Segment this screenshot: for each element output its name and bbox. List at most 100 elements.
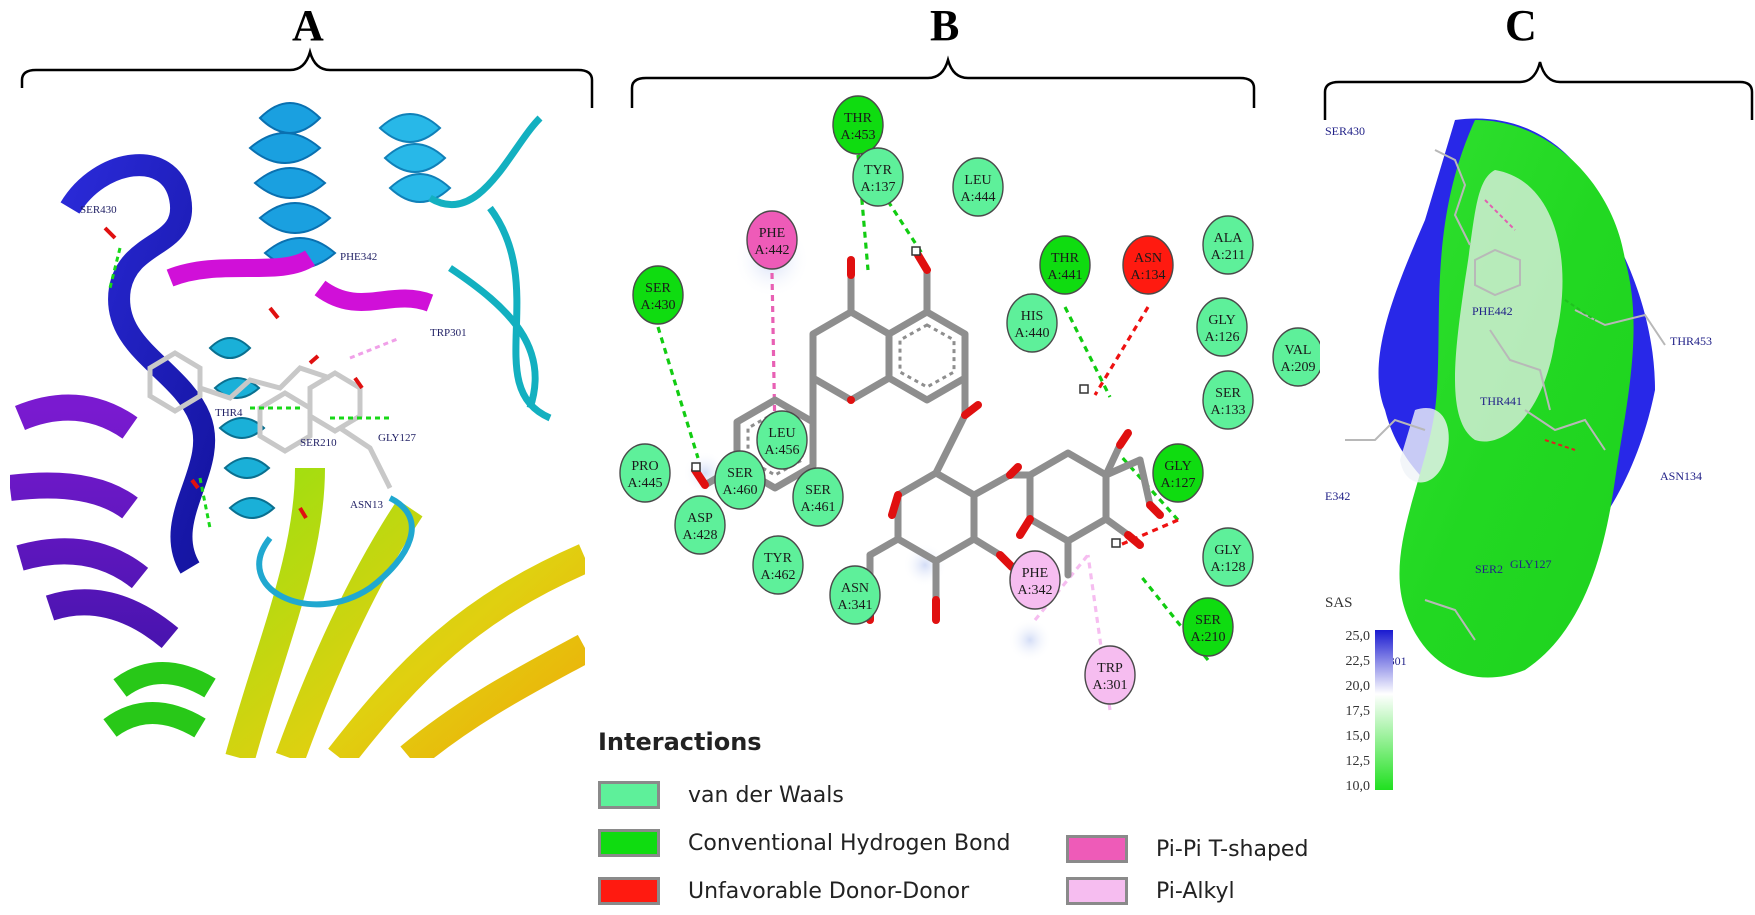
sas-ticks: 25,0 22,5 20,0 17,5 15,0 12,5 10,0 xyxy=(1346,629,1371,794)
residue-tyr137: TYR A:137 xyxy=(852,147,904,207)
residue-chain-number: A:456 xyxy=(765,443,800,458)
legend-swatch xyxy=(598,781,660,809)
residue-chain-number: A:137 xyxy=(861,180,896,195)
label-c-phe442: PHE442 xyxy=(1472,304,1513,318)
residue-disc xyxy=(1084,645,1136,705)
residue-chain-number: A:301 xyxy=(1093,678,1128,693)
residue-name: GLY xyxy=(1164,459,1191,474)
label-c-thr441: THR441 xyxy=(1480,394,1522,408)
legend-item-unfavorable-donor-donor: Unfavorable Donor-Donor xyxy=(598,874,969,908)
residue-disc xyxy=(1196,297,1248,357)
residue-chain-number: A:441 xyxy=(1048,268,1083,283)
residue-trp301: TRP A:301 xyxy=(1084,645,1136,705)
residue-chain-number: A:128 xyxy=(1211,560,1246,575)
ring-sugar-2 xyxy=(1026,449,1110,545)
legend-swatch xyxy=(598,877,660,905)
sas-tick: 10,0 xyxy=(1346,779,1371,794)
loop-cyan-lower xyxy=(256,495,415,608)
residue-chain-number: A:127 xyxy=(1161,476,1196,491)
ligand-sticks xyxy=(147,350,393,490)
residue-name: PRO xyxy=(631,459,658,474)
brace-a xyxy=(20,47,594,108)
residue-name: LEU xyxy=(964,173,991,188)
sas-tick: 17,5 xyxy=(1346,704,1371,719)
residue-chain-number: A:211 xyxy=(1211,248,1245,263)
strand-magenta xyxy=(166,250,434,312)
label-a-gly127: GLY127 xyxy=(378,432,417,444)
panel-letter-c: C xyxy=(1505,1,1537,50)
panel-c-residue-labels: SER430 PHE442 THR453 THR441 ASN134 E342 … xyxy=(1325,124,1712,668)
brace-c xyxy=(1323,61,1754,120)
residue-chain-number: A:442 xyxy=(755,243,790,258)
helix-purple-left xyxy=(10,394,179,649)
residue-asn341: ASN A:341 xyxy=(829,565,881,625)
ring-pyranone xyxy=(809,308,893,404)
sheet-green-yellow xyxy=(225,467,585,758)
label-c-ser2: SER2 xyxy=(1475,562,1503,576)
residue-disc xyxy=(832,95,884,155)
residue-disc xyxy=(852,147,904,207)
surface-white-patch xyxy=(1455,170,1563,442)
label-a-ser430: SER430 xyxy=(80,204,117,216)
helix-cyan-top xyxy=(248,102,452,269)
legend-label: van der Waals xyxy=(688,782,844,808)
legend-label: Conventional Hydrogen Bond xyxy=(688,830,1011,856)
residue-chain-number: A:342 xyxy=(1018,583,1053,598)
legend-swatch xyxy=(1066,835,1128,863)
residue-chain-number: A:210 xyxy=(1191,630,1226,645)
residue-disc xyxy=(1272,327,1320,387)
residue-disc xyxy=(632,265,684,325)
residue-name: VAL xyxy=(1285,343,1312,358)
residue-disc xyxy=(1039,235,1091,295)
panel-braces xyxy=(20,47,1754,120)
residue-disc xyxy=(1152,443,1204,503)
hbond-dashes xyxy=(108,247,390,529)
residue-name: SER xyxy=(1195,613,1221,628)
residue-name: TRP xyxy=(1097,661,1123,676)
line-ser210 xyxy=(1138,574,1210,661)
residue-chain-number: A:445 xyxy=(628,476,663,491)
legend-label: Pi-Alkyl xyxy=(1156,878,1235,904)
line-thr453-a xyxy=(856,154,870,271)
legend-swatch xyxy=(1066,877,1128,905)
residue-disc xyxy=(674,495,726,555)
residue-disc xyxy=(1202,215,1254,275)
legend-swatch xyxy=(598,829,660,857)
line-gly127-a xyxy=(1118,453,1180,522)
residue-name: TYR xyxy=(864,163,893,178)
sas-tick: 12,5 xyxy=(1346,754,1371,769)
residue-disc xyxy=(1006,293,1058,353)
panel-letter-a: A xyxy=(292,1,324,50)
residue-chain-number: A:460 xyxy=(723,483,758,498)
residue-name: THR xyxy=(844,111,873,126)
sas-tick: 25,0 xyxy=(1346,629,1371,644)
residue-disc xyxy=(756,410,808,470)
loop-teal xyxy=(428,115,552,422)
label-c-thr453: THR453 xyxy=(1670,334,1712,348)
residue-name: SER xyxy=(645,281,671,296)
strand-blue xyxy=(60,154,216,574)
residue-chain-number: A:134 xyxy=(1131,268,1166,283)
residue-chain-number: A:341 xyxy=(838,598,873,613)
panel-letter-b: B xyxy=(930,1,960,50)
residue-name: SER xyxy=(727,466,753,481)
interactions-legend: Interactions van der Waals Conventional … xyxy=(590,720,1310,910)
label-a-trp301: TRP301 xyxy=(430,327,467,339)
panel-c-surface-render: SER430 PHE442 THR453 THR441 ASN134 E342 … xyxy=(1325,118,1712,794)
legend-item-pi-alkyl: Pi-Alkyl xyxy=(1066,874,1235,908)
label-a-phe342: PHE342 xyxy=(340,251,377,263)
label-a-thr4: THR4 xyxy=(215,407,243,419)
residue-name: ASN xyxy=(841,581,869,596)
legend-item-hydrogen-bond: Conventional Hydrogen Bond xyxy=(598,826,1010,860)
label-a-ser210: SER210 xyxy=(300,437,337,449)
